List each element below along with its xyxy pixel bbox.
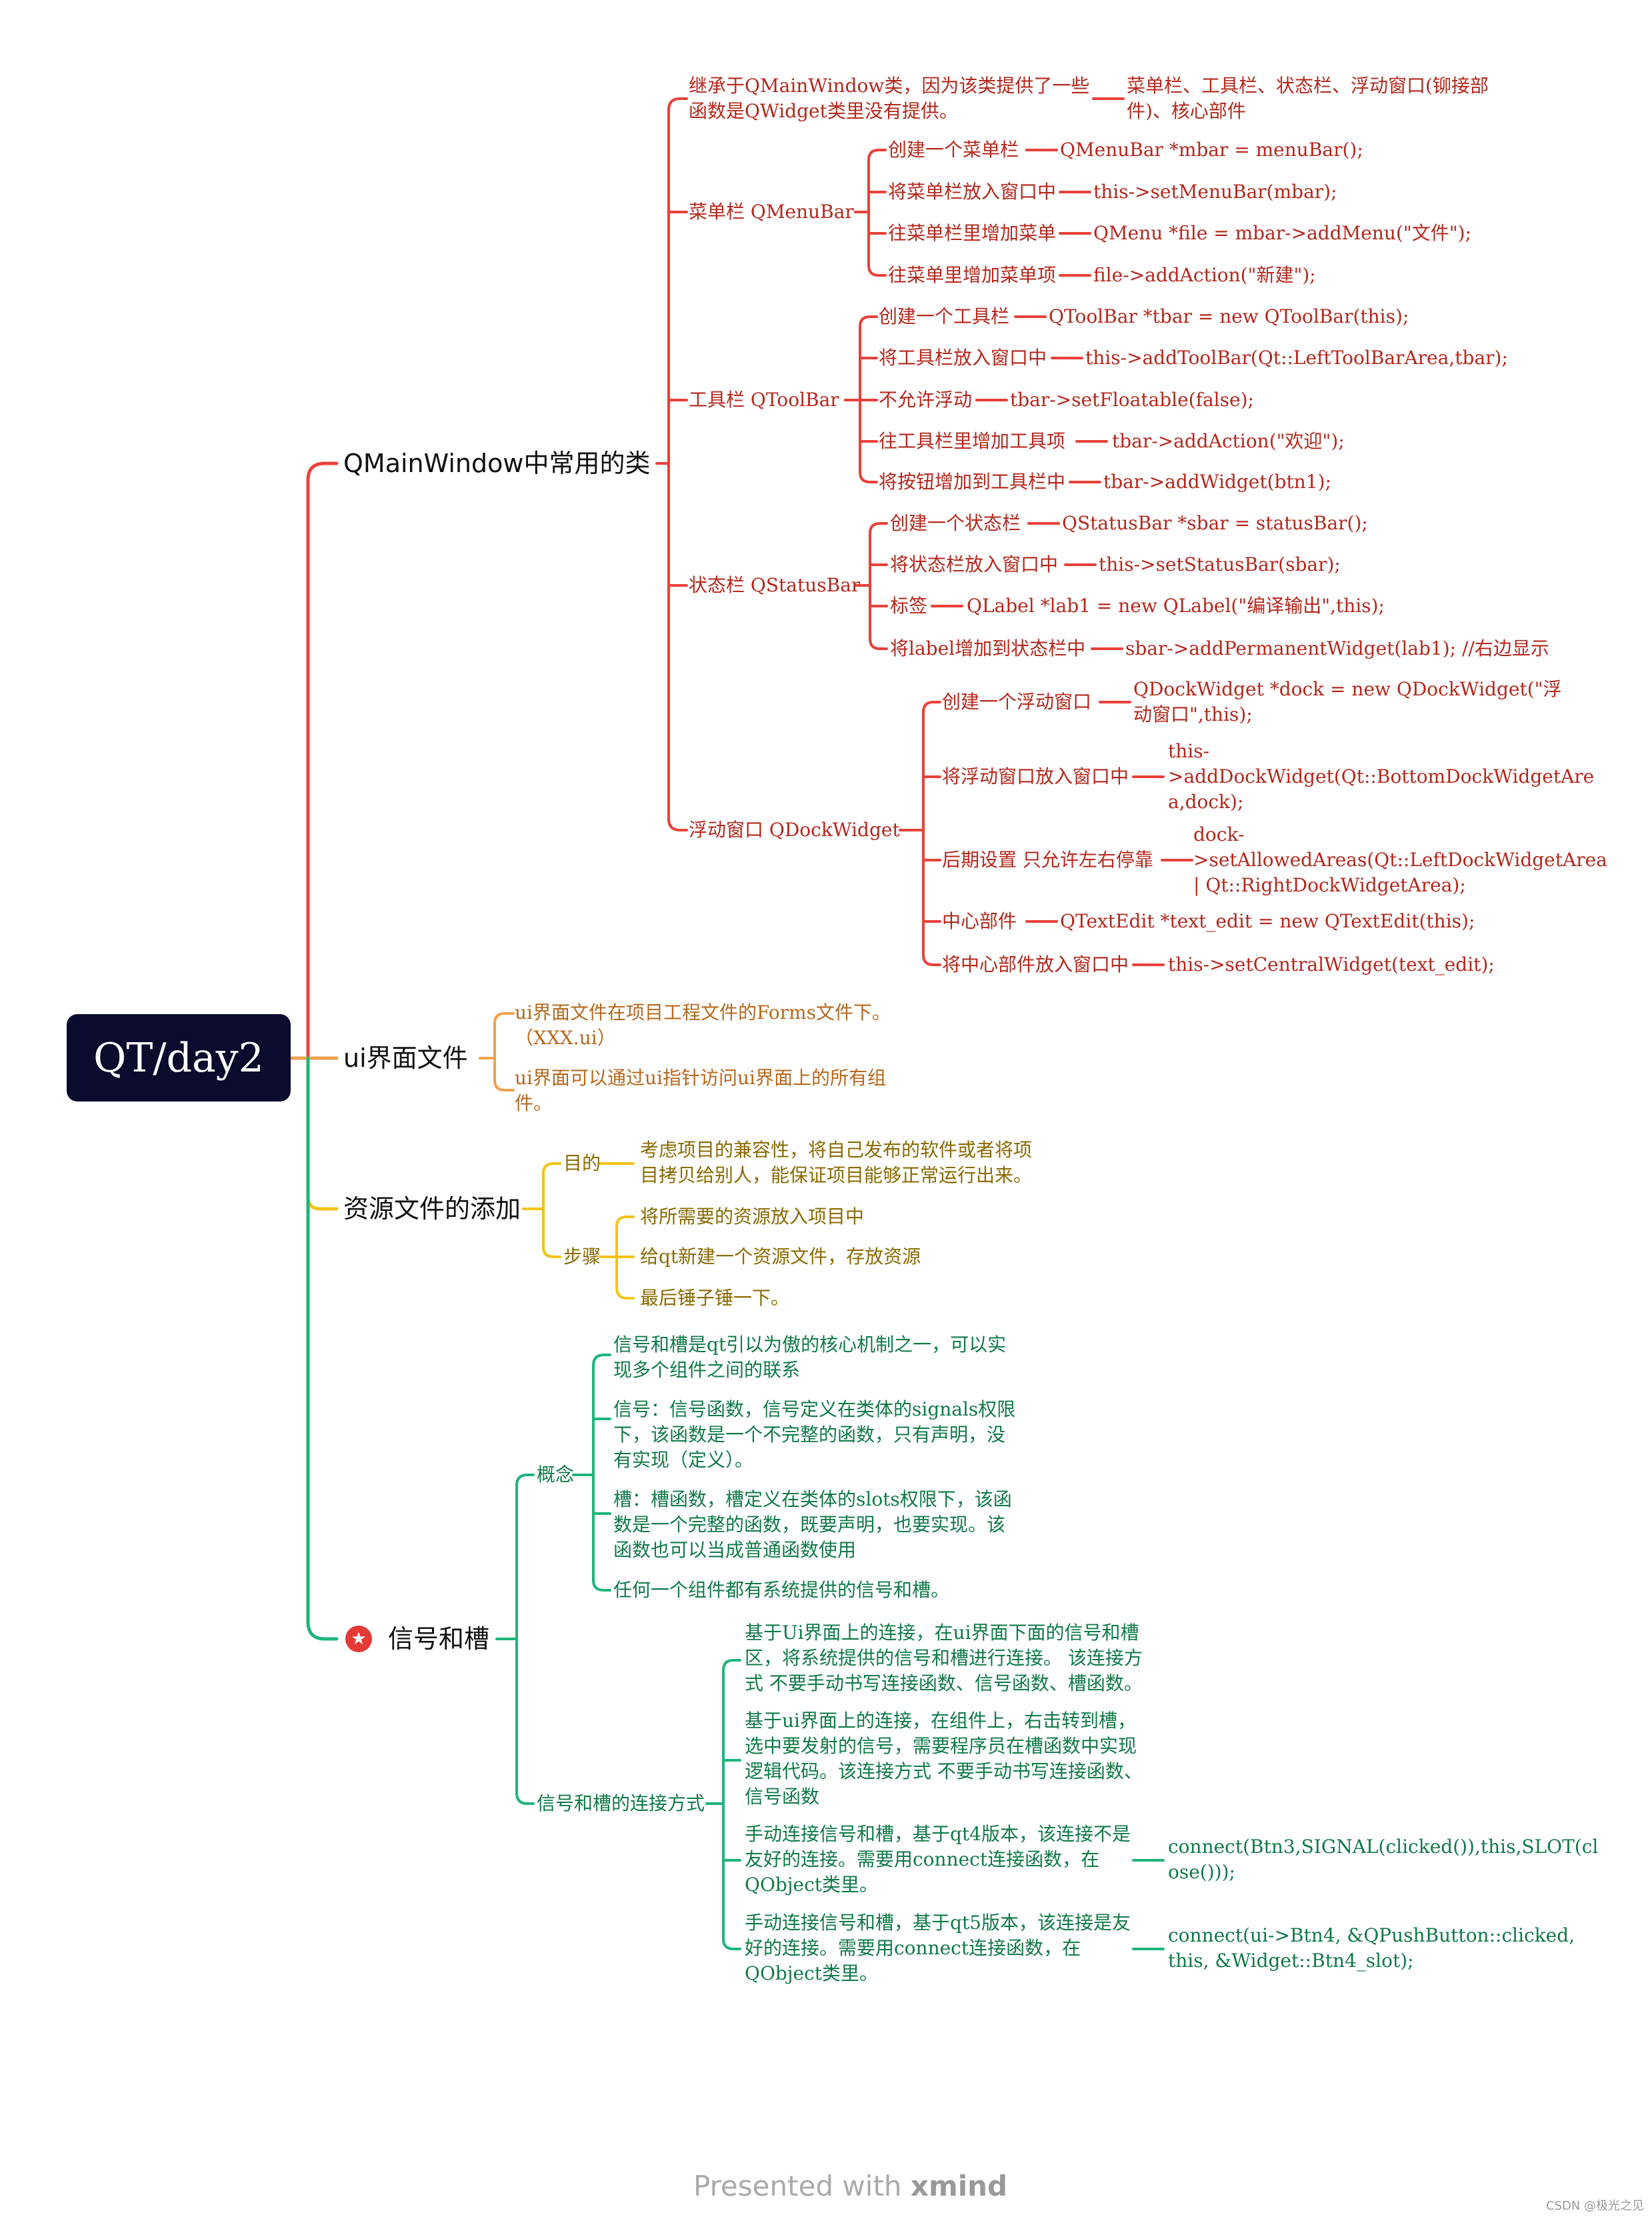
toolbar-code-3[interactable]: tbar->addAction("欢迎"); — [1112, 430, 1345, 452]
ss-connect-3[interactable]: 手动连接信号和槽，基于qt5版本，该连接是友 好的连接。需要用connect连接… — [745, 1912, 1131, 1984]
ss-code-qt4[interactable]: connect(Btn3,SIGNAL(clicked()),this,SLOT… — [1168, 1836, 1599, 1883]
ss-concept[interactable]: 概念 — [537, 1464, 575, 1486]
ui-item-1[interactable]: ui界面文件在项目工程文件的Forms文件下。 （XXX.ui） — [515, 1001, 891, 1049]
ss-connect-1[interactable]: 基于ui界面上的连接，在组件上，右击转到槽， 选中要发射的信号，需要程序员在槽函… — [745, 1710, 1143, 1808]
menubar-code-3[interactable]: file->addAction("新建"); — [1093, 264, 1316, 286]
dock-code-1[interactable]: this- >addDockWidget(Qt::BottomDockWidge… — [1168, 740, 1595, 813]
dock-code-4[interactable]: this->setCentralWidget(text_edit); — [1168, 953, 1495, 975]
ui-item-2[interactable]: ui界面可以通过ui指针访问ui界面上的所有组 件。 — [515, 1067, 886, 1114]
branch-qmainwindow[interactable]: QMainWindow中常用的类 — [343, 449, 651, 478]
qmw-inherit-detail[interactable]: 菜单栏、工具栏、状态栏、浮动窗口(铆接部 件)、核心部件 — [1127, 75, 1489, 122]
toolbar-code-0[interactable]: QToolBar *tbar = new QToolBar(this); — [1049, 305, 1409, 327]
dock-code-3[interactable]: QTextEdit *text_edit = new QTextEdit(thi… — [1060, 910, 1475, 932]
ss-concept-1[interactable]: 信号：信号函数，信号定义在类体的signals权限 下，该函数是一个不完整的函数… — [613, 1398, 1016, 1471]
footer-presented: Presented with — [693, 2170, 911, 2202]
dock-code-0[interactable]: QDockWidget *dock = new QDockWidget("浮 动… — [1133, 678, 1562, 725]
star-icon: ★ — [345, 1626, 372, 1652]
dock-label-2[interactable]: 后期设置 只允许左右停靠 — [942, 849, 1153, 871]
toolbar-code-4[interactable]: tbar->addWidget(btn1); — [1103, 471, 1331, 493]
xmind-logo: xmind — [910, 2170, 1008, 2202]
root-title: QT/day2 — [93, 1034, 264, 1081]
menubar-code-0[interactable]: QMenuBar *mbar = menuBar(); — [1060, 139, 1363, 161]
statusbar-code-3[interactable]: sbar->addPermanentWidget(lab1); //右边显示 — [1125, 637, 1549, 659]
menubar-code-1[interactable]: this->setMenuBar(mbar); — [1093, 181, 1337, 203]
menubar-label-0[interactable]: 创建一个菜单栏 — [888, 139, 1019, 161]
toolbar-label-4[interactable]: 将按钮增加到工具栏中 — [879, 471, 1066, 493]
res-step-1[interactable]: 给qt新建一个资源文件，存放资源 — [640, 1246, 921, 1268]
branch-signal-slot[interactable]: 信号和槽 — [388, 1624, 490, 1654]
statusbar-label-3[interactable]: 将label增加到状态栏中 — [890, 637, 1086, 659]
res-purpose-text[interactable]: 考虑项目的兼容性，将自己发布的软件或者将项 目拷贝给别人，能保证项目能够正常运行… — [640, 1139, 1033, 1186]
branch-resource[interactable]: 资源文件的添加 — [343, 1194, 521, 1224]
ss-connect[interactable]: 信号和槽的连接方式 — [537, 1792, 705, 1814]
dock-code-2[interactable]: dock- >setAllowedAreas(Qt::LeftDockWidge… — [1193, 823, 1607, 896]
ss-connect-2[interactable]: 手动连接信号和槽，基于qt4版本，该连接不是 友好的连接。需要用connect连… — [745, 1823, 1131, 1896]
toolbar-label-2[interactable]: 不允许浮动 — [879, 389, 973, 411]
statusbar-code-1[interactable]: this->setStatusBar(sbar); — [1099, 553, 1341, 575]
ss-code-qt5[interactable]: connect(ui->Btn4, &QPushButton::clicked,… — [1168, 1924, 1575, 1972]
footer: Presented with xmind — [693, 2170, 1007, 2202]
res-step-2[interactable]: 最后锤子锤一下。 — [640, 1287, 790, 1309]
res-purpose[interactable]: 目的 — [563, 1152, 601, 1174]
ss-connect-0[interactable]: 基于Ui界面上的连接，在ui界面下面的信号和槽 区，将系统提供的信号和槽进行连接… — [745, 1622, 1143, 1694]
statusbar-label-2[interactable]: 标签 — [890, 595, 928, 617]
dock-node[interactable]: 浮动窗口 QDockWidget — [689, 819, 900, 841]
statusbar-node[interactable]: 状态栏 QStatusBar — [689, 574, 861, 596]
statusbar-label-0[interactable]: 创建一个状态栏 — [890, 512, 1021, 534]
toolbar-label-1[interactable]: 将工具栏放入窗口中 — [879, 347, 1047, 369]
watermark: CSDN @极光之见 — [1545, 2199, 1644, 2213]
menubar-code-2[interactable]: QMenu *file = mbar->addMenu("文件"); — [1093, 222, 1471, 244]
root-node[interactable]: QT/day2 — [67, 1014, 291, 1101]
dock-label-3[interactable]: 中心部件 — [942, 910, 1017, 932]
toolbar-code-1[interactable]: this->addToolBar(Qt::LeftToolBarArea,tba… — [1085, 347, 1508, 369]
ss-concept-2[interactable]: 槽：槽函数，槽定义在类体的slots权限下，该函 数是一个完整的函数，既要声明，… — [613, 1488, 1012, 1561]
menubar-label-2[interactable]: 往菜单栏里增加菜单 — [888, 222, 1057, 244]
menubar-label-3[interactable]: 往菜单里增加菜单项 — [888, 264, 1057, 286]
ss-concept-0[interactable]: 信号和槽是qt引以为傲的核心机制之一，可以实 现多个组件之间的联系 — [613, 1334, 1007, 1381]
dock-label-0[interactable]: 创建一个浮动窗口 — [942, 691, 1092, 713]
statusbar-code-0[interactable]: QStatusBar *sbar = statusBar(); — [1062, 512, 1368, 534]
res-step-0[interactable]: 将所需要的资源放入项目中 — [640, 1206, 865, 1228]
toolbar-node[interactable]: 工具栏 QToolBar — [689, 389, 839, 411]
statusbar-code-2[interactable]: QLabel *lab1 = new QLabel("编译输出",this); — [967, 595, 1385, 617]
toolbar-label-0[interactable]: 创建一个工具栏 — [879, 305, 1010, 327]
menubar-label-1[interactable]: 将菜单栏放入窗口中 — [888, 181, 1057, 203]
dock-label-1[interactable]: 将浮动窗口放入窗口中 — [942, 765, 1129, 787]
branch-ui-file[interactable]: ui界面文件 — [343, 1043, 468, 1073]
toolbar-label-3[interactable]: 往工具栏里增加工具项 — [879, 430, 1066, 452]
res-steps[interactable]: 步骤 — [563, 1246, 601, 1268]
toolbar-code-2[interactable]: tbar->setFloatable(false); — [1010, 389, 1254, 411]
ss-concept-3[interactable]: 任何一个组件都有系统提供的信号和槽。 — [613, 1579, 950, 1601]
menubar-node[interactable]: 菜单栏 QMenuBar — [689, 201, 854, 223]
dock-label-4[interactable]: 将中心部件放入窗口中 — [942, 953, 1129, 975]
qmw-inherit[interactable]: 继承于QMainWindow类，因为该类提供了一些 函数是QWidget类里没有… — [689, 75, 1090, 122]
statusbar-label-1[interactable]: 将状态栏放入窗口中 — [890, 553, 1059, 575]
